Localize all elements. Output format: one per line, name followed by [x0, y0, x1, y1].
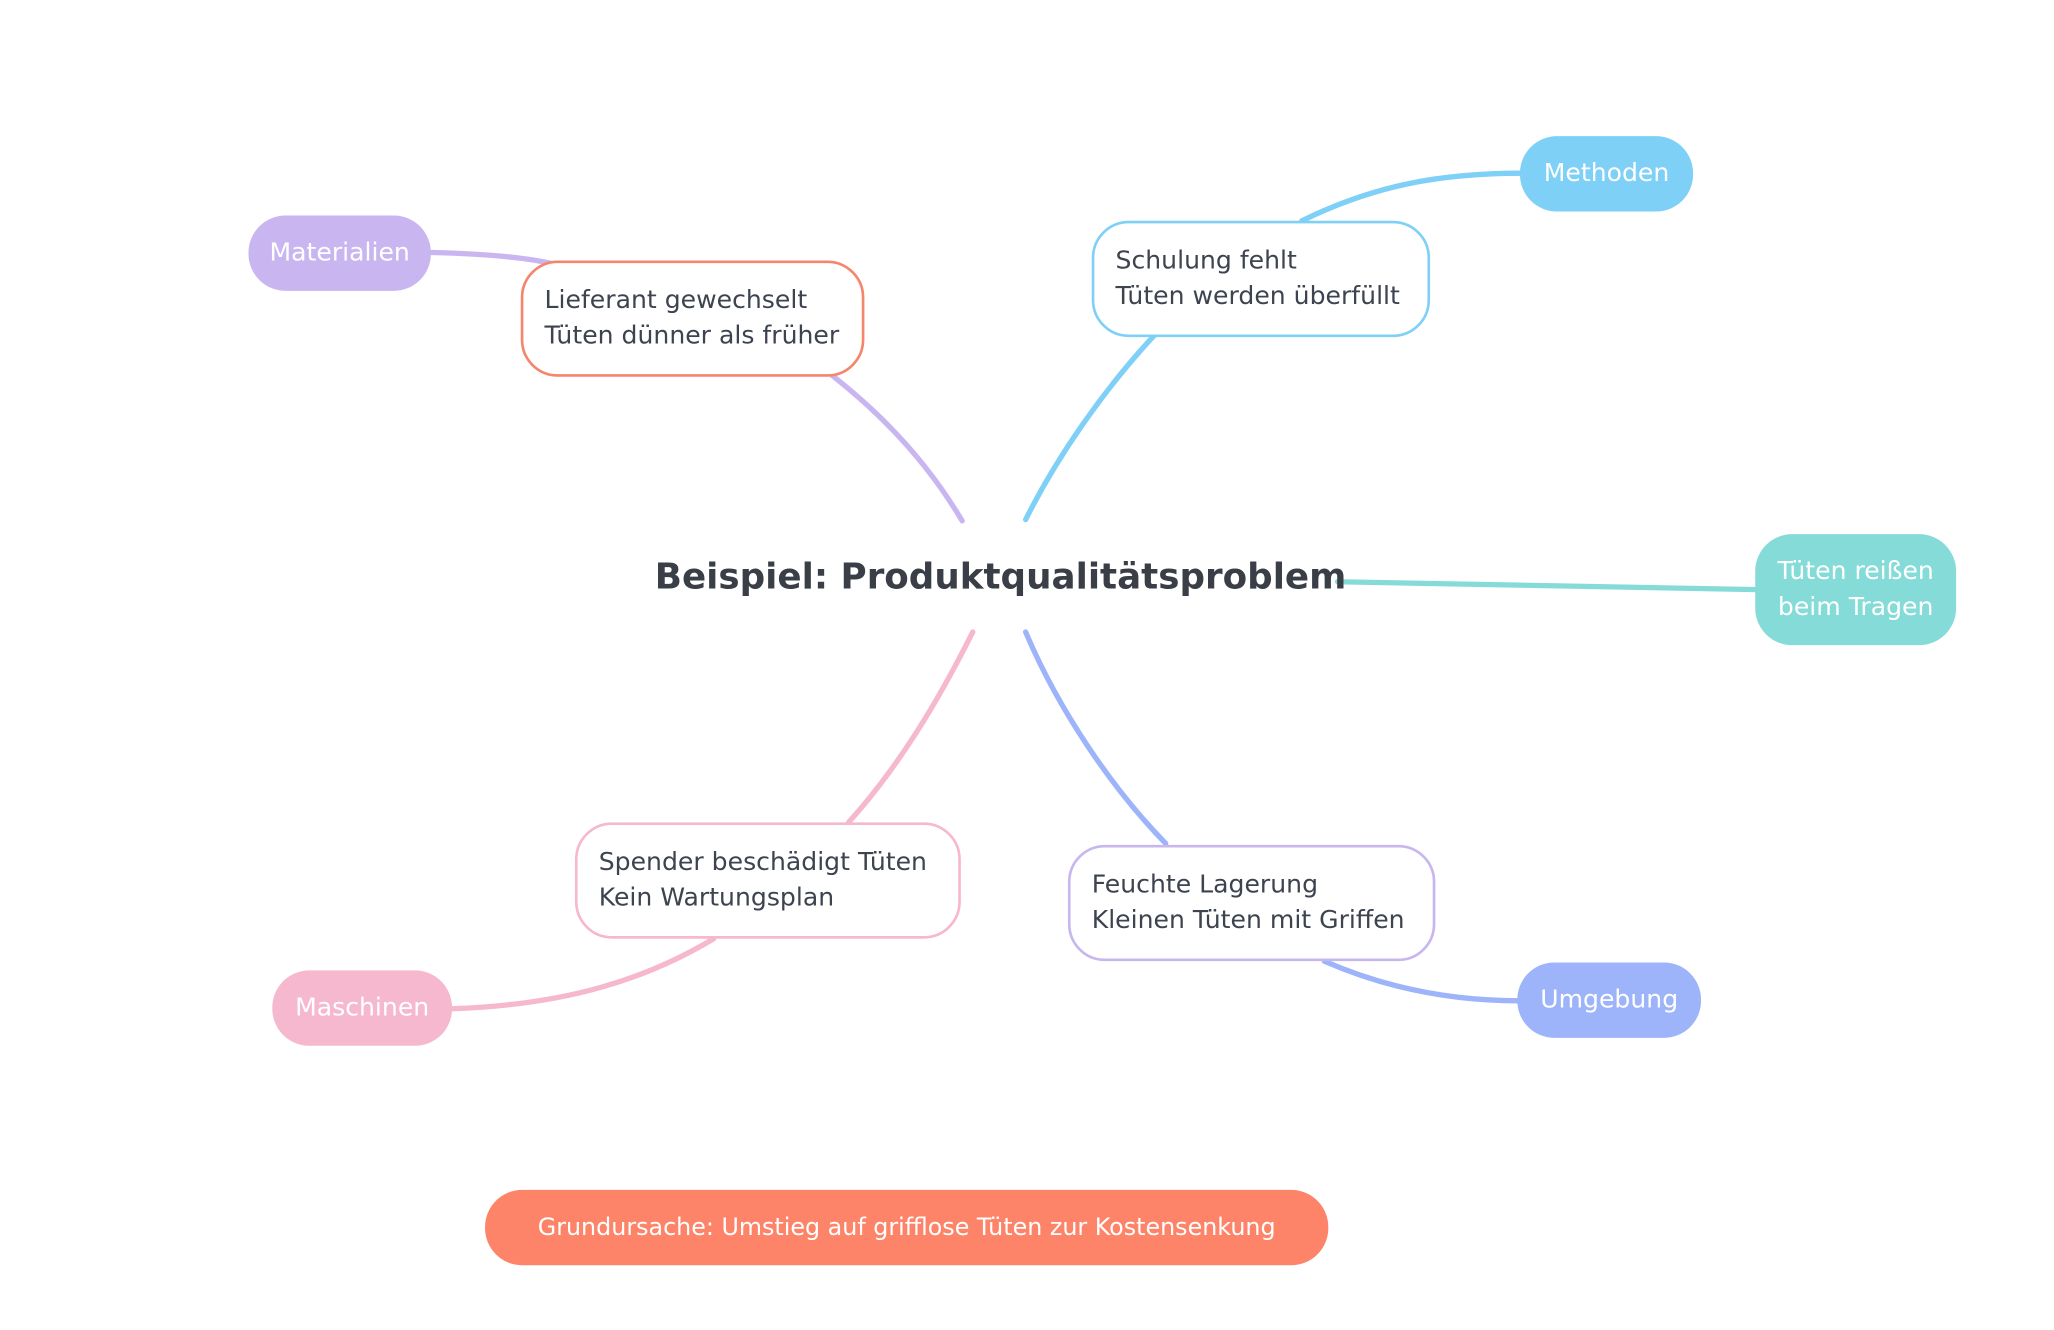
effect-line-1: Tüten reißen	[1777, 556, 1934, 586]
link-center-maschinen	[845, 629, 976, 825]
cause-materialien-line-1: Lieferant gewechselt	[544, 285, 808, 315]
link-center-umgebung	[1022, 629, 1169, 847]
link-umgebung-pill	[1321, 958, 1523, 1004]
root-cause-node[interactable]: Grundursache: Umstieg auf grifflose Tüte…	[485, 1189, 1329, 1266]
cause-umgebung-line-1: Feuchte Lagerung	[1091, 869, 1319, 900]
cause-umgebung[interactable]: Feuchte Lagerung Kleinen Tüten mit Griff…	[1067, 844, 1436, 962]
category-umgebung[interactable]: Umgebung	[1517, 962, 1702, 1038]
central-topic[interactable]: Beispiel: Produktqualitätsproblem	[654, 555, 1347, 597]
cause-methoden-line-1: Schulung fehlt	[1115, 245, 1297, 275]
cause-umgebung-line-2: Kleinen Tüten mit Griffen	[1091, 905, 1405, 935]
link-maschinen-pill	[449, 936, 717, 1012]
link-center-methoden	[1022, 333, 1157, 523]
root-cause-label: Grundursache: Umstieg auf grifflose Tüte…	[537, 1213, 1276, 1242]
link-methoden-pill	[1299, 170, 1526, 224]
effect-node[interactable]: Tüten reißen beim Tragen	[1755, 534, 1957, 646]
cause-maschinen-line-2: Kein Wartungsplan	[598, 883, 835, 913]
category-materialien[interactable]: Materialien	[248, 215, 431, 291]
category-umgebung-label: Umgebung	[1540, 984, 1679, 1015]
category-materialien-label: Materialien	[269, 237, 410, 268]
effect-line-2: beim Tragen	[1777, 592, 1934, 622]
link-center-effect	[1334, 579, 1761, 593]
cause-maschinen[interactable]: Spender beschädigt Tüten Kein Wartungspl…	[574, 822, 961, 939]
cause-materialien-line-2: Tüten dünner als früher	[544, 321, 840, 351]
category-methoden[interactable]: Methoden	[1519, 136, 1694, 212]
cause-maschinen-line-1: Spender beschädigt Tüten	[598, 847, 927, 877]
link-materialien-pill	[428, 249, 558, 268]
category-maschinen-label: Maschinen	[295, 992, 430, 1022]
category-methoden-label: Methoden	[1543, 158, 1670, 188]
cause-methoden-line-2: Tüten werden überfüllt	[1115, 281, 1400, 311]
category-maschinen[interactable]: Maschinen	[272, 970, 453, 1046]
cause-materialien[interactable]: Lieferant gewechselt Tüten dünner als fr…	[520, 260, 865, 377]
cause-methoden[interactable]: Schulung fehlt Tüten werden überfüllt	[1091, 220, 1431, 338]
